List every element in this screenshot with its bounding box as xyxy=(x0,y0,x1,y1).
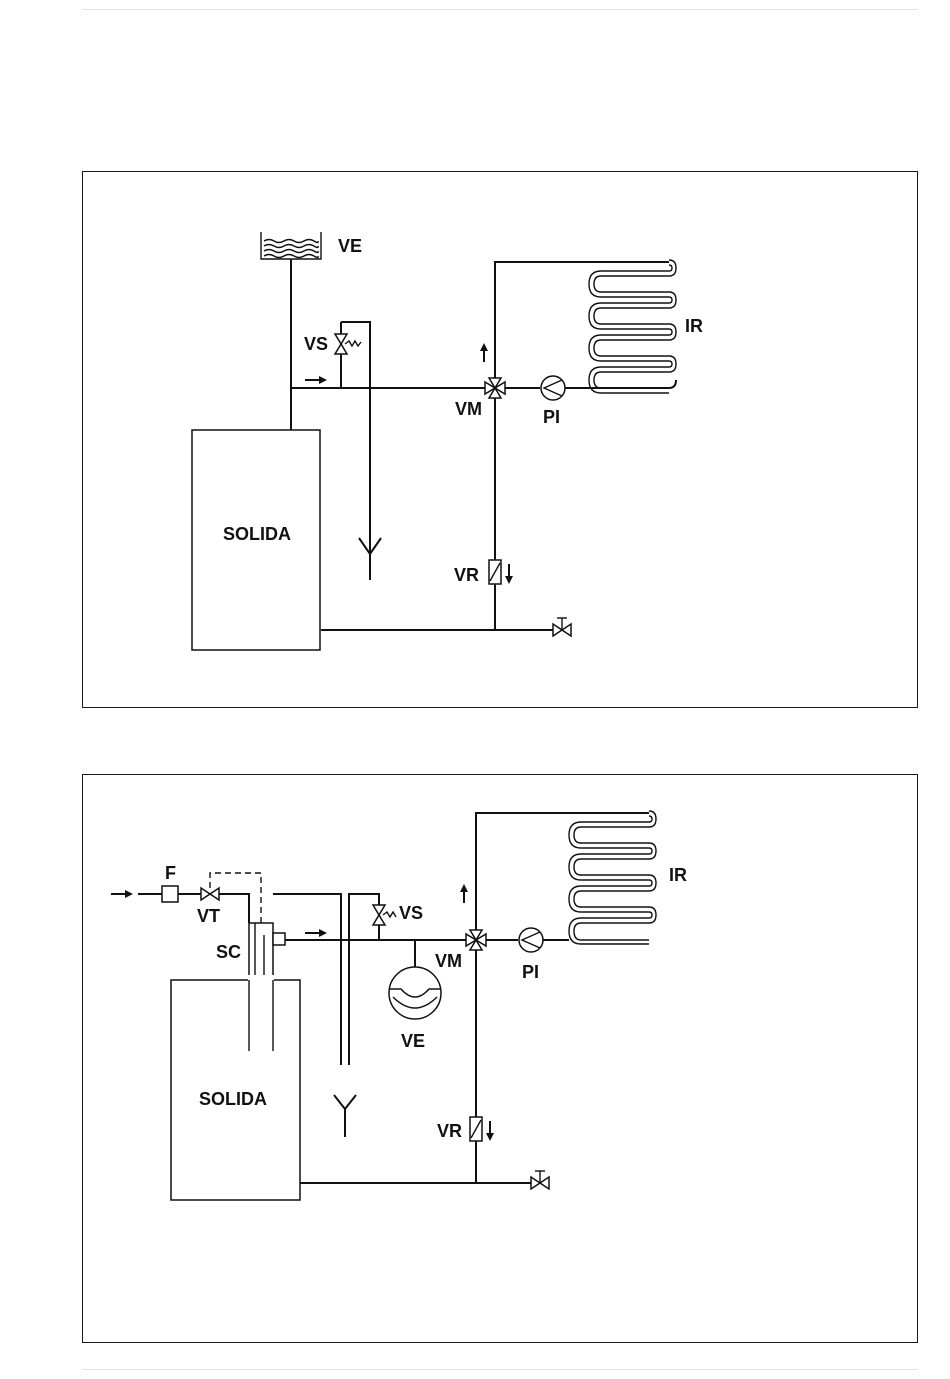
diagram-1-panel: VE VS VM IR xyxy=(82,171,918,708)
label-vr: VR xyxy=(454,565,479,585)
vs-discharge-pipe xyxy=(349,894,355,1065)
inlet-arrow-icon xyxy=(111,890,133,898)
check-valve-icon xyxy=(470,1117,494,1141)
drain-valve-icon xyxy=(553,618,571,636)
expansion-tank-icon xyxy=(261,232,321,259)
filter-icon xyxy=(162,886,178,902)
vt-outlet-pipe xyxy=(219,894,249,923)
thermostatic-valve-icon xyxy=(201,888,219,900)
label-ve: VE xyxy=(401,1031,425,1051)
top-rule xyxy=(82,9,918,10)
diagram-2-panel: F VT SC VS VE xyxy=(82,774,918,1343)
safety-discharge-pipe xyxy=(341,322,370,562)
label-f: F xyxy=(165,863,176,883)
flow-arrow-icon xyxy=(305,376,327,384)
label-vr: VR xyxy=(437,1121,462,1141)
up-arrow-icon xyxy=(460,884,468,903)
expansion-vessel-icon xyxy=(389,967,441,1019)
diagram-1: VE VS VM IR xyxy=(83,172,917,707)
label-pi: PI xyxy=(522,962,539,982)
label-vm: VM xyxy=(435,951,462,971)
diagram-2: F VT SC VS VE xyxy=(83,775,917,1342)
circulation-pump-icon xyxy=(519,928,543,952)
flow-arrow-icon xyxy=(305,929,327,937)
check-valve-icon xyxy=(489,560,513,584)
safety-valve-icon xyxy=(373,905,396,925)
label-vs: VS xyxy=(304,334,328,354)
up-arrow-icon xyxy=(480,343,488,362)
label-vs: VS xyxy=(399,903,423,923)
safety-valve-icon xyxy=(335,334,361,354)
label-ve: VE xyxy=(338,236,362,256)
label-vt: VT xyxy=(197,906,220,926)
label-boiler: SOLIDA xyxy=(223,524,291,544)
drain-funnel-icon xyxy=(334,1095,356,1137)
circulation-pump-icon xyxy=(541,376,565,400)
radiant-floor-coil-icon xyxy=(589,260,676,393)
radiant-floor-coil-icon xyxy=(569,811,656,944)
label-vm: VM xyxy=(455,399,482,419)
mixing-valve-icon xyxy=(466,930,486,950)
label-ir: IR xyxy=(669,865,687,885)
mixing-valve-icon xyxy=(485,378,505,398)
label-ir: IR xyxy=(685,316,703,336)
label-boiler: SOLIDA xyxy=(199,1089,267,1109)
label-pi: PI xyxy=(543,407,560,427)
vs-inlet-pipe xyxy=(355,894,379,905)
drain-valve-icon xyxy=(531,1171,549,1189)
coil-return-pipe xyxy=(565,380,676,388)
label-sc: SC xyxy=(216,942,241,962)
bottom-rule xyxy=(82,1369,918,1370)
